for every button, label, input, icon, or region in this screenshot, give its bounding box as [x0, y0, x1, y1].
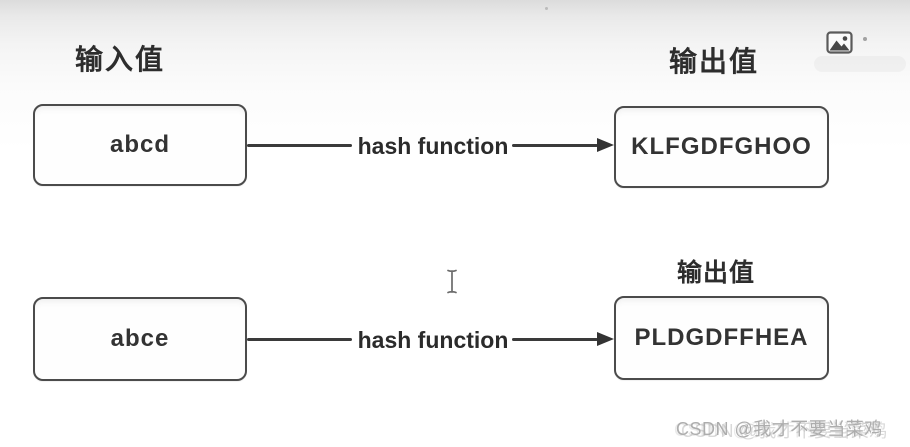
connector-line-left-row1: [247, 144, 352, 147]
connector-line-right-row1: [512, 144, 598, 147]
input-column-title: 输入值: [74, 44, 165, 75]
connector-line-right-row2: [512, 338, 598, 341]
input-value-row2: abce: [110, 325, 170, 352]
connector-line-left-row2: [247, 338, 352, 341]
output-box-row1: KLFGDFGHOO: [614, 106, 829, 188]
input-value-row1: abcd: [109, 131, 170, 158]
icon-highlight-pill: [814, 56, 906, 72]
output-value-row2: PLDGDFFHEA: [634, 324, 809, 351]
text-ibeam-cursor-icon: [444, 268, 460, 300]
hash-function-label-row2: hash function: [357, 327, 509, 353]
menu-dot: [863, 37, 867, 41]
hash-function-label-row1: hash function: [357, 133, 509, 159]
output-column-title: 输出值: [668, 46, 759, 77]
image-icon-glyph: [825, 30, 853, 54]
output-value-row1: KLFGDFGHOO: [631, 133, 812, 160]
output-column-title-row2: 输出值: [676, 259, 755, 287]
input-box-row1: abcd: [33, 104, 247, 186]
arrowhead-icon-row1: [597, 138, 614, 152]
output-box-row2: PLDGDFFHEA: [614, 296, 829, 380]
input-box-row2: abce: [33, 297, 247, 381]
dot-artifact: [545, 7, 548, 10]
image-placeholder-icon[interactable]: [824, 29, 854, 55]
csdn-watermark: CSDN @我才不要当菜鸡: [676, 419, 883, 439]
arrowhead-icon-row2: [597, 332, 614, 346]
